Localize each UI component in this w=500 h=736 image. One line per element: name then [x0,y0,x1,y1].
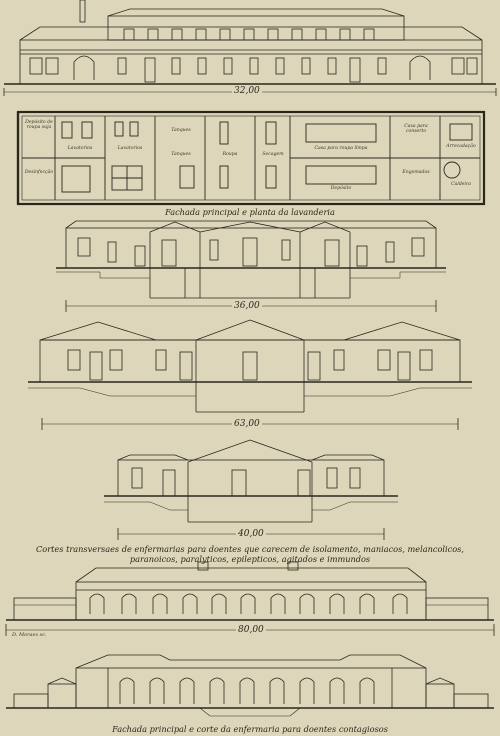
plan-label-clean-linen: Casa para roupa limpa [314,146,368,151]
laundry-plan [16,110,486,206]
plan-label-washbasins-1: Lavatorios [67,146,93,151]
plan-label-ironing: Engomados [402,170,430,175]
caption-sections-line-2: paranoicos, paralyticos, epilepticos, ag… [129,554,371,564]
plan-label-storage: Arrecadação [446,144,476,149]
plan-label-boiler: Caldeira [451,182,471,187]
dimension-laundry: 32,00 [232,86,262,96]
caption-contagious: Fachada principal e corte da enfermaria … [112,724,388,734]
caption-laundry: Fachada principal e planta da lavanderia [165,207,335,217]
dimension-section-1: 36,00 [232,301,262,311]
section-3 [104,439,398,540]
plan-label-repair: Casa para conserto [404,124,428,135]
dimension-section-3: 40,00 [236,529,266,539]
plan-label-tanks-1: Tanques [171,128,191,133]
caption-sections-line-1: Cortes transversaes de enfermarias para … [36,544,464,554]
engraver-signature: D. Moraes sc. [12,632,47,638]
plan-label-linen: Roupa [222,152,238,157]
plan-label-drying: Secagem [262,152,284,157]
contagious-facade [5,561,495,636]
plan-label-tanks-2: Tanques [171,152,191,157]
dimension-section-2: 63,00 [232,419,262,429]
contagious-section [6,654,494,717]
section-1 [56,220,446,312]
plan-label-deposit: Depósito [330,186,352,191]
plan-label-dirty-linen: Depósito de roupa suja [25,120,53,131]
plan-label-disinfection: Desinfecção [24,170,54,175]
plan-label-washbasins-2: Lavatorios [117,146,143,151]
laundry-facade [3,0,497,96]
dimension-contagious: 80,00 [236,625,266,635]
section-2 [28,319,472,430]
